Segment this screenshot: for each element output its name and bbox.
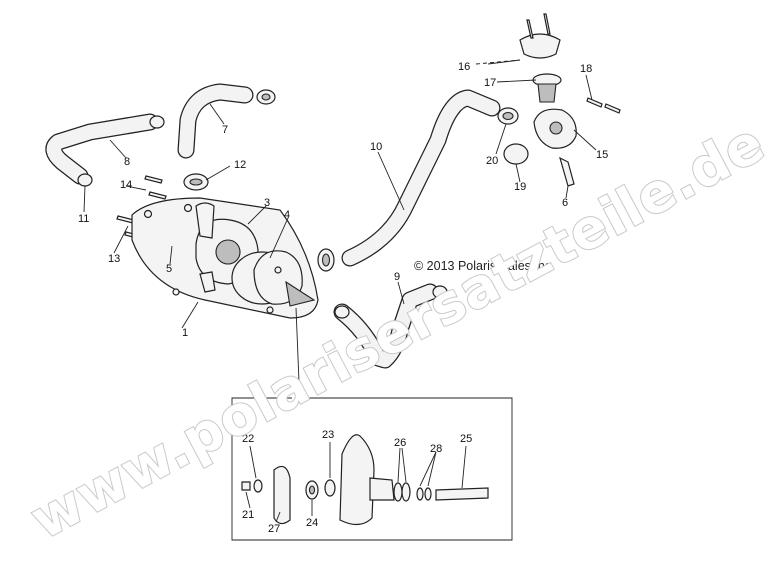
thermostat [532, 73, 562, 103]
callout-17: 17 [484, 77, 496, 89]
callout-18: 18 [580, 63, 592, 75]
bolts-18 [586, 97, 621, 114]
clamp-10 [317, 248, 335, 272]
pump-housing [339, 434, 375, 526]
callout-7: 7 [222, 124, 228, 136]
clamp-7 [256, 89, 276, 105]
callout-13: 13 [108, 253, 120, 265]
callout-labels: 1 2 3 4 5 6 7 8 9 10 11 12 13 14 15 16 1… [78, 61, 608, 535]
callout-3: 3 [264, 197, 270, 209]
callout-14: 14 [120, 179, 132, 191]
callout-1: 1 [182, 327, 188, 339]
callout-6: 6 [562, 197, 568, 209]
clamp-9b [432, 285, 448, 299]
callout-24: 24 [306, 517, 318, 529]
callout-28: 28 [430, 443, 442, 455]
callout-16: 16 [458, 61, 470, 73]
hose-9 [333, 283, 439, 369]
clamp-8 [149, 115, 165, 129]
callout-27: 27 [268, 523, 280, 535]
callout-12: 12 [234, 159, 246, 171]
clamp-11 [77, 173, 93, 187]
pump-shaft [435, 487, 489, 501]
hose-10 [341, 89, 501, 267]
callout-2: 2 [295, 391, 301, 403]
callout-4: 4 [284, 209, 290, 221]
callout-25: 25 [460, 433, 472, 445]
callout-21: 21 [242, 509, 254, 521]
callout-9: 9 [394, 271, 400, 283]
clamp-20 [497, 107, 519, 125]
callout-15: 15 [596, 149, 608, 161]
thermostat-housing-cap [519, 13, 561, 59]
callout-8: 8 [124, 156, 130, 168]
thermostat-housing [533, 108, 577, 149]
detail-box [231, 397, 513, 541]
callout-22: 22 [242, 433, 254, 445]
clamp-9a [334, 305, 350, 319]
sensor-6 [559, 156, 575, 187]
oring-19 [503, 143, 529, 165]
clamp-12 [183, 173, 209, 191]
callout-5: 5 [166, 263, 172, 275]
impeller [273, 465, 291, 525]
callout-20: 20 [486, 155, 498, 167]
callout-26: 26 [394, 437, 406, 449]
copyright-text: © 2013 Polaris Sales Inc. [414, 259, 555, 273]
callout-19: 19 [514, 181, 526, 193]
hose-7 [177, 83, 254, 159]
callout-11: 11 [78, 213, 89, 225]
pump-cover-2 [253, 250, 316, 307]
callout-23: 23 [322, 429, 334, 441]
hose-8 [45, 113, 159, 185]
callout-10: 10 [370, 141, 382, 153]
